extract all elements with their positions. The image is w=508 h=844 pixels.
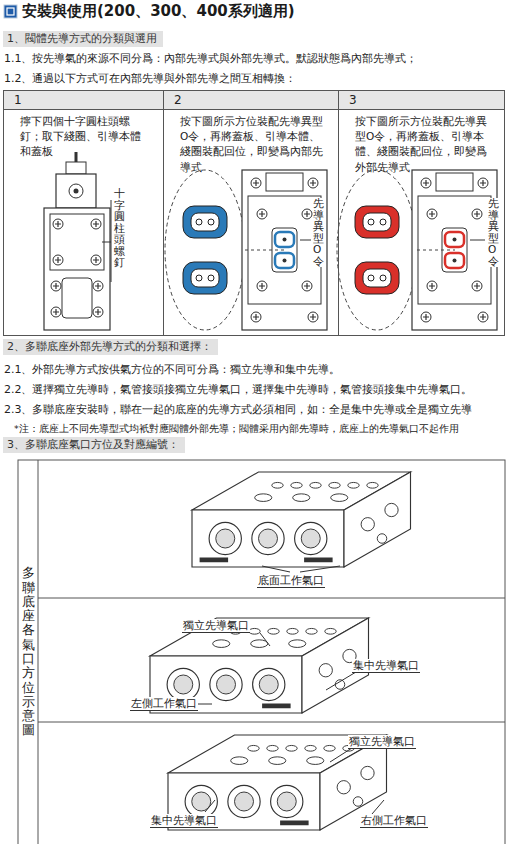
drawing-stroke	[56, 174, 96, 208]
table-cell: 3按下圖所示方位裝配先導異型O令，再將蓋板、引導本體、綫圈裝配回位，即變爲外部先…	[338, 90, 505, 336]
external-pilot-figure	[337, 170, 497, 330]
drawing-stroke	[355, 206, 399, 238]
drawing-stroke	[44, 208, 110, 330]
vertical-heading: 多聯底座各氣口方位示意圖	[22, 566, 35, 738]
drawing-stroke	[102, 200, 111, 282]
drawing-stroke	[69, 184, 83, 198]
section-band: 3、多聯底座氣口方位及對應編號：	[3, 437, 185, 453]
callout-label: 右側工作氣口	[360, 814, 428, 828]
drawing-stroke	[165, 170, 245, 330]
body-text: 2.3、多聯底座安裝時，聯在一起的底座的先導方式必須相同，如：全是集中先導或全是…	[4, 403, 473, 417]
drawing-stroke	[51, 281, 61, 291]
drawing-stroke	[91, 255, 101, 265]
callout-label: 左側工作氣口	[130, 697, 198, 711]
drawing-stroke	[242, 170, 327, 330]
drawing-stroke	[50, 214, 104, 270]
body-text: 2.1、外部先導方式按供氣方位的不同可分爲：獨立先導和集中先導。	[4, 363, 341, 377]
drawing-stroke	[372, 800, 384, 814]
drawing-stroke	[330, 748, 352, 762]
drawing-stroke	[91, 219, 101, 229]
internal-pilot-figure	[165, 170, 327, 330]
manifold-bottom	[192, 472, 411, 567]
drawing-stroke	[183, 262, 227, 294]
part-label: 先導異型O令	[488, 198, 499, 267]
body-text: 2.2、選擇獨立先導時，氣管接頭接獨立先導氣口，選擇集中先導時，氣管接頭接集中先…	[4, 383, 473, 397]
side-heading-cell: 多聯底座各氣口方位示意圖	[18, 460, 38, 844]
drawing-stroke	[183, 206, 227, 238]
drawing-stroke	[205, 800, 215, 812]
note-text: *注：底座上不同先導型式均衹對應閥體外部先導；閥體采用內部先導時，底座上的先導氣…	[14, 423, 459, 435]
port-box	[18, 460, 505, 844]
body-text: 1.2、通過以下方式可在內部先導與外部先導之間互相轉換：	[4, 72, 297, 86]
drawing-stroke	[93, 281, 103, 291]
drawing-stroke	[326, 672, 356, 690]
section-band: 1、閥體先導方式的分類與選用	[3, 31, 163, 47]
table-cell: 1擰下四個十字圓柱頭螺釘；取下綫圈、引導本體和蓋板	[3, 90, 164, 336]
band-text: 3、多聯底座氣口方位及對應編號：	[7, 438, 179, 452]
step-number: 3	[339, 91, 504, 110]
part-label: 先導異型O令	[313, 198, 324, 267]
callout-label: 獨立先導氣口	[348, 735, 416, 749]
step-number: 1	[4, 91, 163, 110]
drawing-stroke	[300, 240, 311, 241]
step-text: 按下圖所示方位裝配先導異型O令，再將蓋板、引導本體、綫圈裝配回位，即變爲內部先導…	[164, 110, 338, 179]
solenoid-valve	[44, 152, 111, 330]
drawing-stroke	[18, 460, 505, 844]
header-icon-inner	[7, 8, 14, 15]
drawing-stroke	[470, 240, 485, 241]
drawing-stroke	[260, 633, 270, 646]
step-text: 按下圖所示方位裝配先導異型O令，再將蓋板、引導本體、綫圈裝配回位，即變爲外部先導…	[339, 110, 504, 179]
drawing-stroke	[245, 250, 284, 251]
drawing-stroke	[412, 170, 497, 330]
drawing-stroke	[74, 189, 79, 194]
body-text: 1.1、按先導氣的來源不同分爲：內部先導式與外部先導式。默認狀態爲內部先導式；	[4, 52, 418, 66]
callout-label: 集中先導氣口	[352, 659, 420, 673]
drawing-stroke	[66, 162, 86, 174]
drawing-stroke	[53, 219, 63, 229]
page-title: 安裝與使用(200、300、400系列適用)	[22, 2, 295, 21]
callout-label: 底面工作氣口	[257, 574, 325, 588]
drawing-stroke	[417, 250, 455, 251]
drawing-stroke	[53, 255, 63, 265]
section-band: 2、多聯底座外部先導方式的分類和選擇：	[3, 339, 218, 355]
callout-label: 集中先導氣口	[150, 814, 218, 828]
drawing-stroke	[262, 566, 340, 572]
drawing-stroke	[62, 278, 92, 318]
drawing-stroke	[337, 170, 417, 330]
leader-lines	[193, 566, 384, 814]
drawing-stroke	[51, 307, 61, 317]
part-label: 十字圓柱頭螺釘	[114, 188, 125, 269]
band-text: 1、閥體先導方式的分類與選用	[7, 32, 157, 46]
callout-label: 獨立先導氣口	[182, 619, 250, 633]
drawing-stroke	[38, 460, 505, 844]
header-icon	[4, 5, 17, 18]
step-number: 2	[164, 91, 338, 110]
step-text: 擰下四個十字圓柱頭螺釘；取下綫圈、引導本體和蓋板	[4, 110, 163, 164]
drawing-stroke	[93, 307, 103, 317]
drawing-stroke	[355, 262, 399, 294]
band-text: 2、多聯底座外部先導方式的分類和選擇：	[7, 340, 212, 354]
